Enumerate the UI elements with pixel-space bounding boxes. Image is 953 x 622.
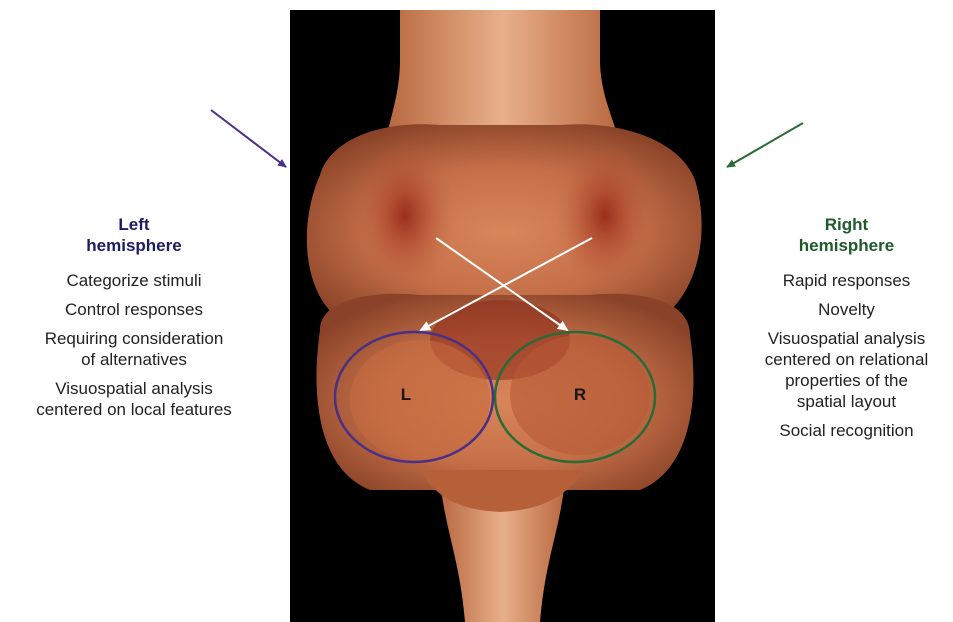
right-item: Rapid responses	[740, 270, 953, 291]
left-hemisphere-heading: Left hemisphere	[0, 214, 268, 256]
left-hemisphere-panel: Left hemisphere Categorize stimuli Contr…	[0, 214, 268, 428]
right-hemisphere-panel: Right hemisphere Rapid responses Novelty…	[740, 214, 953, 449]
left-item: Requiring consideration of alternatives	[0, 328, 268, 370]
left-item: Visuospatial analysis centered on local …	[0, 378, 268, 420]
left-circle-label: L	[401, 385, 411, 404]
left-item: Control responses	[0, 299, 268, 320]
left-item: Categorize stimuli	[0, 270, 268, 291]
right-item: Visuospatial analysis centered on relati…	[740, 328, 953, 412]
right-pointer-arrow	[727, 123, 803, 167]
right-item: Novelty	[740, 299, 953, 320]
right-circle-label: R	[574, 385, 586, 404]
right-item: Social recognition	[740, 420, 953, 441]
left-pointer-arrow	[211, 110, 286, 167]
right-hemisphere-heading: Right hemisphere	[740, 214, 953, 256]
